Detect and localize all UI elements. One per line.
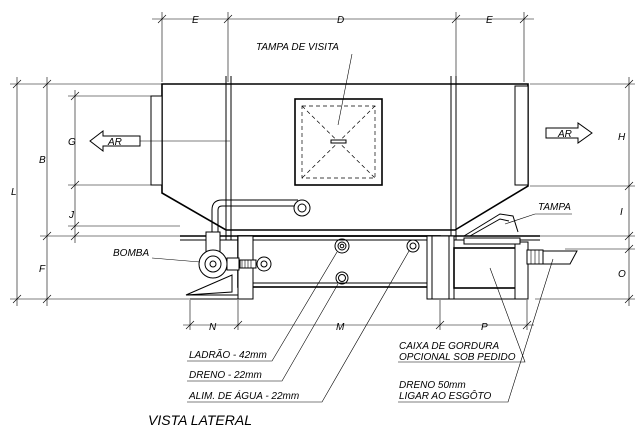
dim-i: I (620, 207, 623, 218)
inspection-hatch: TAMPA DE VISITA (256, 42, 383, 186)
dim-b: B (39, 155, 46, 166)
label-ligar-esgoto: LIGAR AO ESGÔTO (399, 389, 491, 402)
label-caixa-opcional: OPCIONAL SOB PEDIDO (399, 352, 516, 363)
fitting-dreno (335, 271, 349, 285)
air-arrow-left: AR (89, 129, 141, 153)
dim-l: L (11, 187, 17, 198)
label-dreno-50: DRENO 50mm (399, 380, 466, 391)
dim-j: J (68, 210, 75, 221)
dim-d: D (337, 15, 344, 26)
upper-housing (150, 76, 529, 240)
label-ar-left: AR (107, 137, 122, 148)
grease-box-lid: TAMPA (463, 202, 572, 245)
fitting-alim-agua (406, 239, 420, 253)
dim-e-left: E (192, 15, 199, 26)
dim-o: O (618, 269, 626, 280)
top-dimension: E D E (152, 12, 534, 82)
label-caixa-gordura: CAIXA DE GORDURA (399, 341, 500, 352)
label-alim-agua: ALIM. DE ÁGUA - 22mm (188, 389, 299, 402)
air-arrow-right: AR (545, 122, 593, 144)
dim-g: G (68, 137, 76, 148)
dim-n: N (209, 322, 217, 333)
right-dimensions: H I O (530, 77, 635, 306)
left-dimensions: L B F G J (10, 77, 230, 306)
dim-m: M (336, 322, 345, 333)
label-dreno: DRENO - 22mm (189, 370, 262, 381)
label-bomba: BOMBA (113, 248, 149, 259)
drawing-title: VISTA LATERAL (148, 412, 252, 428)
drain-pipe (526, 249, 578, 265)
dim-h: H (618, 132, 626, 143)
bottom-labels: LADRÃO - 42mm DRENO - 22mm ALIM. DE ÁGUA… (188, 341, 516, 402)
label-tampa-visita: TAMPA DE VISITA (256, 42, 339, 53)
dim-e-right: E (486, 15, 493, 26)
label-tampa: TAMPA (538, 202, 571, 213)
dim-f: F (39, 264, 46, 275)
bottom-dimensions: N M P (183, 300, 534, 333)
label-ar-right: AR (557, 129, 572, 140)
fitting-ladrao (334, 238, 350, 254)
pump-assembly: BOMBA (113, 199, 311, 296)
leader-lines (187, 250, 554, 403)
dim-p: P (481, 322, 488, 333)
label-ladrao: LADRÃO - 42mm (189, 348, 267, 361)
